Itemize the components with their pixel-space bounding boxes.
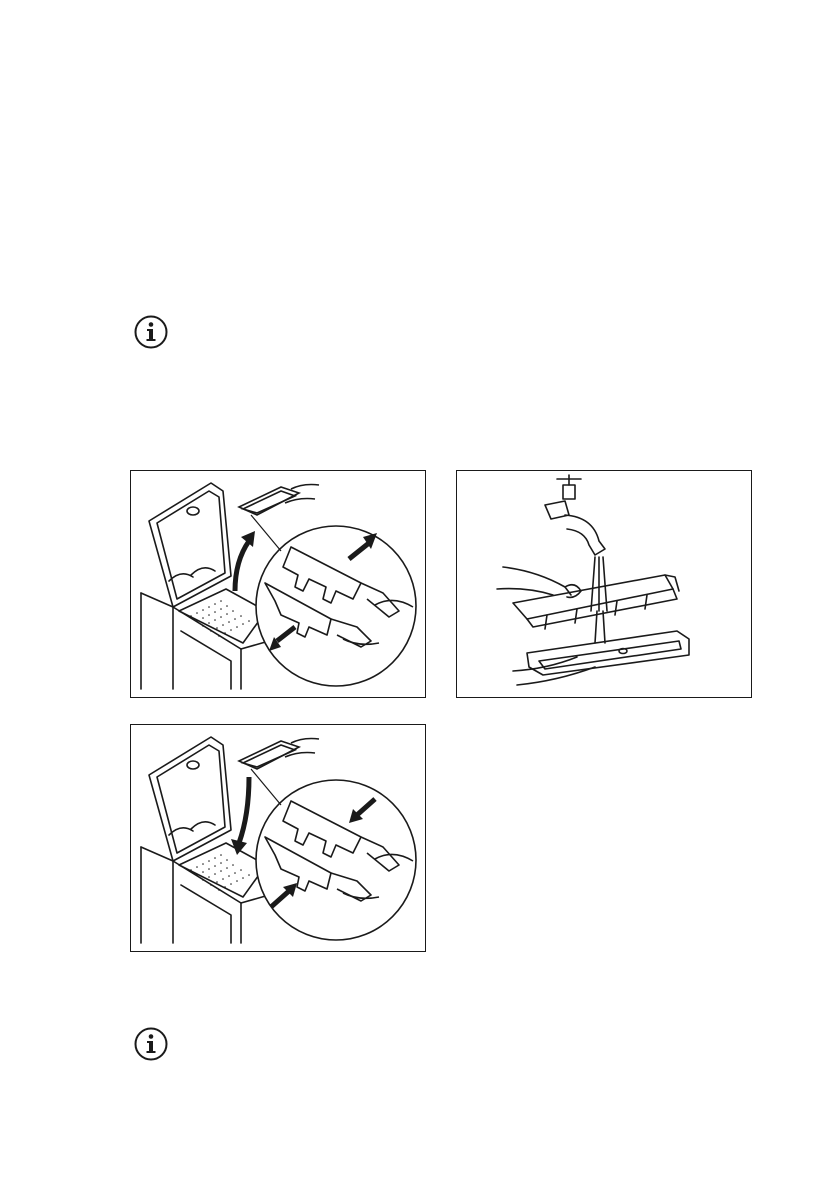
- reinstall-dispenser-figure: [130, 724, 426, 952]
- rinse-dispenser-figure: [456, 470, 752, 698]
- info-icon: [134, 1027, 168, 1061]
- info-icon: [134, 315, 168, 349]
- remove-dispenser-figure: [130, 470, 426, 698]
